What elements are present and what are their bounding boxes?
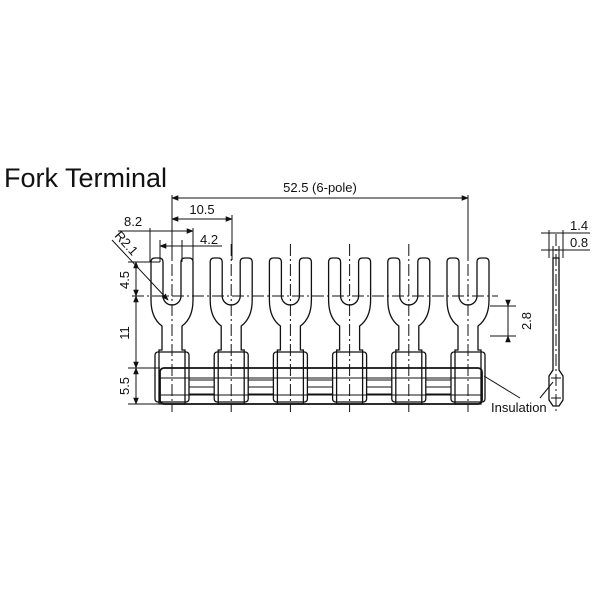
thickness-total-label: 1.4 <box>570 218 588 233</box>
pitch-label: 10.5 <box>189 202 214 217</box>
insulation-label: Insulation <box>491 400 547 415</box>
fork-terminal <box>268 244 333 412</box>
body-height-label: 11 <box>117 326 132 340</box>
slot-width-label: 4.2 <box>200 232 218 247</box>
radius-leader <box>111 239 169 301</box>
overall-length-label: 52.5 (6-pole) <box>283 180 357 195</box>
drawing-title: Fork Terminal <box>4 163 167 193</box>
fork-depth-label: 4.5 <box>117 271 132 289</box>
dimension-annotations: 52.5 (6-pole) 10.5 8.2 4.2 R2.1 4.5 11 5… <box>111 180 534 405</box>
insulation-leader-side <box>539 381 554 399</box>
side-profile <box>548 257 564 407</box>
tab-height-label: 2.8 <box>519 312 534 330</box>
terminal-group <box>150 244 490 412</box>
side-view: 1.4 0.8 <box>541 218 590 412</box>
insulation-callout: Insulation <box>483 375 554 415</box>
thickness-metal-label: 0.8 <box>570 235 588 250</box>
fork-width-label: 8.2 <box>124 214 142 229</box>
insulation-height-label: 5.5 <box>117 377 132 395</box>
fork-terminal <box>387 244 451 412</box>
radius-label: R2.1 <box>112 228 142 258</box>
fork-terminal <box>209 244 274 412</box>
insulation-leader-front <box>483 375 521 399</box>
fork-terminal <box>327 244 392 412</box>
front-view <box>132 244 498 412</box>
insulation-band <box>159 367 483 405</box>
